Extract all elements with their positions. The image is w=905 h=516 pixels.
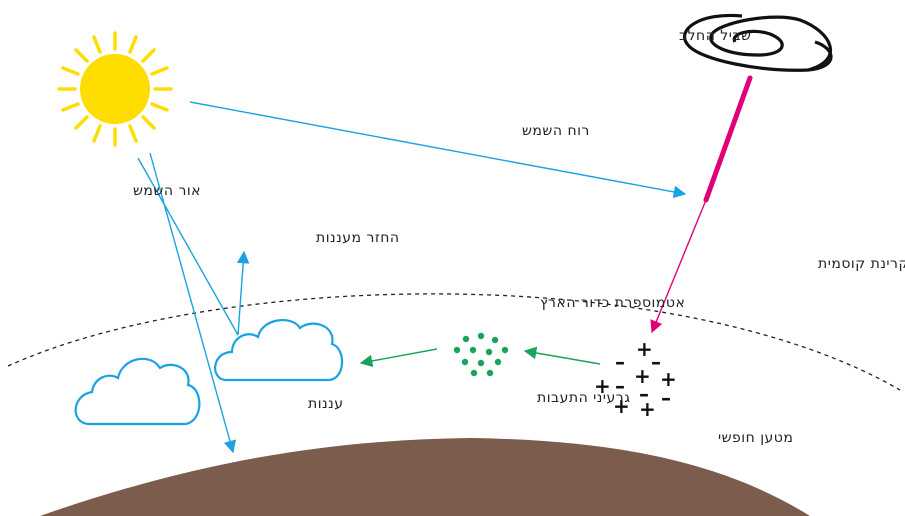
label-cloud-reflection: החזר מעננות (316, 230, 400, 246)
charge-sign: – (639, 382, 649, 406)
charge-sign: + (639, 397, 656, 421)
charge-sign: – (615, 350, 625, 374)
charge-sign: + (594, 374, 611, 398)
earth-surface (40, 438, 810, 516)
charge-sign: – (661, 386, 671, 410)
charge-sign: + (634, 364, 651, 388)
cloud-icon (74, 357, 201, 426)
charge-to-nuclei-arrow (523, 346, 601, 365)
free-charge-signs: + – – + + + – + + – – (594, 337, 677, 421)
charge-sign: + (636, 337, 653, 361)
label-milky-way: שביל החלב (679, 28, 751, 44)
label-sunlight: אור השמש (133, 183, 201, 199)
charge-sign: + (660, 367, 677, 391)
sunlight-to-cloud-line (137, 157, 239, 336)
nuclei-to-cloud-arrow (359, 348, 438, 368)
label-solar-wind: רוח השמש (522, 123, 590, 139)
label-free-charge: מטען חופשי (718, 430, 793, 446)
galaxy-icon (683, 13, 833, 72)
charge-sign: – (651, 350, 661, 374)
cosmic-ray-beam (703, 75, 753, 203)
sun-icon (57, 31, 173, 147)
label-condensation-nuclei: גרעיני התעבות (537, 390, 630, 406)
condensation-nuclei-dots (453, 332, 509, 377)
atmosphere-boundary (7, 293, 901, 391)
solar-wind-arrow (189, 101, 687, 199)
label-cosmic-rays: קרינת קוסמית (818, 256, 905, 272)
charge-sign: + (613, 394, 630, 418)
label-atmosphere: אטמוספרת כדור הארץ (540, 295, 685, 311)
cosmic-ray-arrow (650, 199, 707, 334)
cloud-icon (214, 319, 344, 382)
charge-sign: – (615, 374, 625, 398)
cloud-reflection-arrow (236, 250, 250, 336)
label-clouds: עננות (308, 396, 344, 412)
